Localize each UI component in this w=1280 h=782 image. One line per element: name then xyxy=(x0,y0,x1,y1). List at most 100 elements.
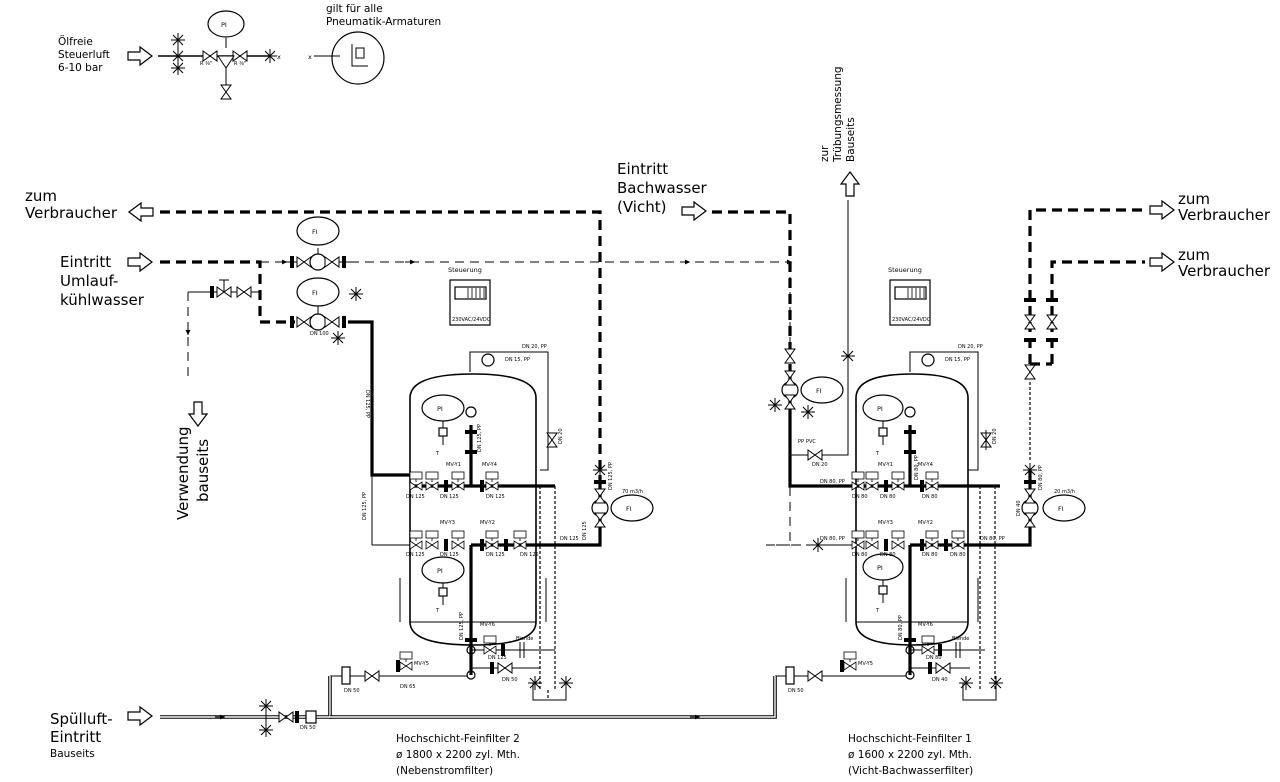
svg-text:MV-Y6: MV-Y6 xyxy=(480,622,495,628)
svg-text:PVC: PVC xyxy=(806,439,816,445)
outlet-arrow-icon xyxy=(128,202,154,222)
svg-text:x: x xyxy=(277,53,281,61)
svg-text:DN 20: DN 20 xyxy=(992,428,998,444)
svg-text:230VAC/24VDC: 230VAC/24VDC xyxy=(452,317,491,323)
svg-text:DN 50: DN 50 xyxy=(502,677,518,683)
svg-text:MV-Y2: MV-Y2 xyxy=(918,520,933,526)
flow-meter-fi-20: FI 20 m3/h DN 40 DN 80, PP xyxy=(1016,462,1086,528)
svg-text:DN 50: DN 50 xyxy=(788,688,804,694)
svg-text:DN 80, PP: DN 80, PP xyxy=(820,479,845,485)
svg-text:DN 125, PP: DN 125, PP xyxy=(477,424,483,452)
svg-text:DN 80: DN 80 xyxy=(950,552,966,558)
inlet-arrow-icon xyxy=(127,252,153,272)
creek-arrow-icon xyxy=(681,201,707,221)
purge-air-3: Bauseits xyxy=(50,748,95,760)
svg-text:PI: PI xyxy=(437,567,443,575)
supply-label-2: Steuerluft xyxy=(58,49,110,61)
svg-text:DN 80, PP: DN 80, PP xyxy=(820,536,845,542)
svg-text:MV-Y3: MV-Y3 xyxy=(440,520,455,526)
svg-text:zum: zum xyxy=(1178,246,1210,264)
svg-text:DN 50: DN 50 xyxy=(344,688,360,694)
svg-text:DN 80: DN 80 xyxy=(852,552,868,558)
usage-on-site-1: Verwendung xyxy=(174,426,192,520)
note-1: gilt für alle xyxy=(326,3,383,15)
svg-text:T: T xyxy=(435,451,440,457)
svg-text:DN 80, PP: DN 80, PP xyxy=(898,615,904,640)
check-valve-icon xyxy=(785,666,795,685)
purge-air-1: Spülluft- xyxy=(50,710,113,728)
svg-text:DN 125: DN 125 xyxy=(486,494,505,500)
svg-text:DN 80: DN 80 xyxy=(880,494,896,500)
svg-text:MV-Y3: MV-Y3 xyxy=(878,520,893,526)
svg-text:20 m3/h: 20 m3/h xyxy=(1054,489,1075,495)
svg-text:DN 15, PP: DN 15, PP xyxy=(945,357,970,363)
svg-text:DN 125: DN 125 xyxy=(440,552,459,558)
svg-text:zum: zum xyxy=(1178,190,1210,208)
creek-inlet-1: Eintritt xyxy=(617,160,668,178)
flow-meter-fi-upper: FI xyxy=(290,216,346,271)
outlet-arrow-icon xyxy=(1149,252,1175,272)
air-arrow-icon xyxy=(127,706,153,726)
pi-gauge-icon xyxy=(207,10,245,38)
cooling-inlet-3: kühlwasser xyxy=(60,291,145,309)
svg-text:DN 80: DN 80 xyxy=(922,552,938,558)
svg-text:DN 20: DN 20 xyxy=(812,462,828,468)
creek-inlet-2: Bachwasser xyxy=(617,179,708,197)
svg-text:DN 125: DN 125 xyxy=(560,536,579,542)
to-consumer-left-2: Verbraucher xyxy=(25,204,118,222)
filter1-role: (Vicht-Bachwasserfilter) xyxy=(848,765,973,777)
valve-row-upper-f2: MV-Y1 MV-Y4 DN 125 DN 125 DN 125 xyxy=(406,462,505,500)
svg-text:zur: zur xyxy=(819,145,831,162)
flow-meter-fi-creek: FI xyxy=(767,370,844,420)
svg-text:R ⅜": R ⅜" xyxy=(200,61,212,67)
svg-text:R ⅜": R ⅜" xyxy=(234,61,246,67)
svg-text:DN 125: DN 125 xyxy=(582,521,588,540)
svg-text:T: T xyxy=(435,608,440,614)
supply-label-1: Ölfreie xyxy=(58,35,93,48)
svg-text:PI: PI xyxy=(437,405,443,413)
svg-text:MV-Y6: MV-Y6 xyxy=(918,622,933,628)
svg-text:DN 80: DN 80 xyxy=(880,552,896,558)
svg-text:DN 80, PP: DN 80, PP xyxy=(1038,465,1044,490)
svg-text:DN 100: DN 100 xyxy=(310,331,329,337)
pi-label: PI xyxy=(221,21,227,29)
svg-text:MV-Y4: MV-Y4 xyxy=(918,462,933,468)
svg-text:T: T xyxy=(875,451,880,457)
filter2-dims: ø 1800 x 2200 zyl. Mth. xyxy=(396,749,520,761)
svg-text:DN 125: DN 125 xyxy=(520,552,539,558)
svg-text:DN 40: DN 40 xyxy=(1016,500,1022,516)
svg-text:MV-Y5: MV-Y5 xyxy=(858,661,873,667)
svg-text:DN 20: DN 20 xyxy=(558,428,564,444)
svg-text:DN 40: DN 40 xyxy=(932,677,948,683)
up-arrow-icon xyxy=(840,171,860,197)
valve-row-lower-f2: MV-Y3 MV-Y2 DN 125 DN 125 DN 125 DN 125 xyxy=(406,520,539,558)
valve-row-upper-f1: MV-Y1 MV-Y4 DN 80, PP DN 80 DN 80 DN 80 xyxy=(820,462,939,500)
legend: Ölfreie Steuerluft 6-10 bar PI R ⅜" R ⅜"… xyxy=(58,3,441,100)
pressure-gauge-icon xyxy=(921,353,935,367)
svg-text:230VAC/24VDC: 230VAC/24VDC xyxy=(892,317,931,323)
svg-text:FI: FI xyxy=(816,387,822,395)
svg-text:DN 125: DN 125 xyxy=(406,552,425,558)
svg-text:DN 20, PP: DN 20, PP xyxy=(958,344,983,350)
check-valve-icon xyxy=(341,666,351,685)
svg-text:DN 125: DN 125 xyxy=(486,552,505,558)
arrow-icon xyxy=(127,46,153,66)
creek-inlet-3: (Vicht) xyxy=(617,198,666,216)
svg-text:DN 80, PP: DN 80, PP xyxy=(914,455,920,480)
svg-text:Bauseits: Bauseits xyxy=(845,117,857,162)
svg-text:FI: FI xyxy=(1058,505,1064,513)
svg-text:DN 125, PP: DN 125, PP xyxy=(364,390,370,418)
supply-label-3: 6-10 bar xyxy=(58,62,103,74)
svg-text:PI: PI xyxy=(877,564,883,572)
svg-text:DN 15, PP: DN 15, PP xyxy=(505,357,530,363)
svg-text:DN 80, PP: DN 80, PP xyxy=(980,536,1005,542)
svg-text:Steuerung: Steuerung xyxy=(448,266,482,274)
svg-text:FI: FI xyxy=(312,228,318,236)
control-panel-left: Steuerung 230VAC/24VDC xyxy=(448,266,491,326)
svg-text:DN 20, PP: DN 20, PP xyxy=(522,344,547,350)
svg-text:DN 80: DN 80 xyxy=(926,655,942,661)
svg-text:DN 125, PP: DN 125, PP xyxy=(608,462,614,490)
svg-text:DN 125, PP: DN 125, PP xyxy=(459,612,465,640)
svg-text:DN 65: DN 65 xyxy=(400,684,416,690)
